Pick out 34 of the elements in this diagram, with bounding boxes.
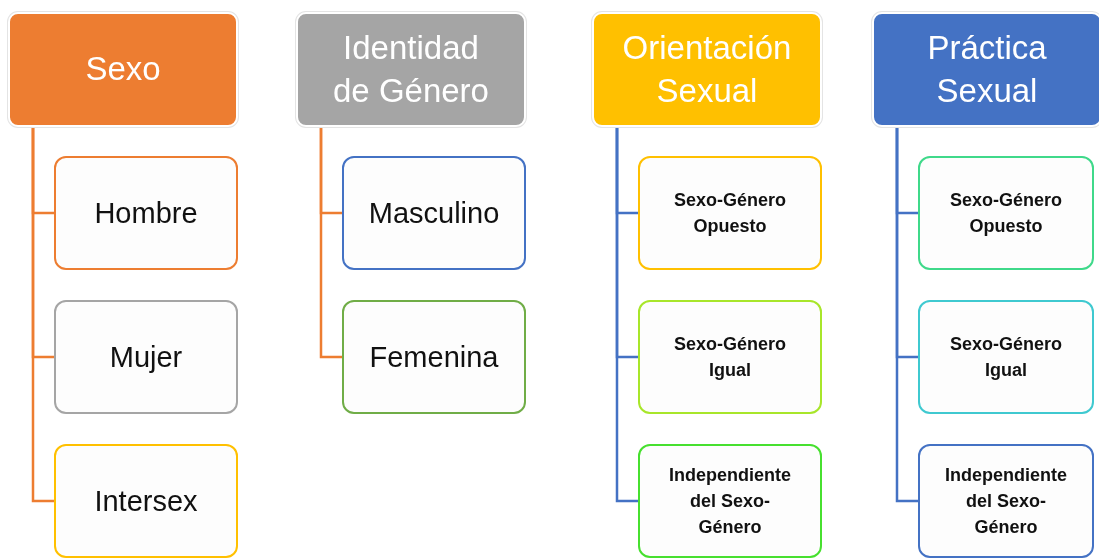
item-box: [918, 156, 1094, 270]
item-box: [54, 444, 238, 558]
item-box: [54, 300, 238, 414]
category-header-box: [8, 12, 238, 127]
item-label: Masculino: [368, 195, 500, 231]
item-label: Femenina: [369, 339, 499, 375]
item-label: Independiente del Sexo-Género: [944, 463, 1068, 540]
item-box: [638, 156, 822, 270]
item-box: [918, 444, 1094, 558]
item-box: [918, 300, 1094, 414]
category-header-box: [872, 12, 1099, 127]
connector-line: [31, 127, 54, 503]
item-box: [342, 156, 526, 270]
item-label: Sexo-Género Igual: [672, 332, 787, 382]
category-title: Identidad de Género: [332, 27, 490, 111]
connector-line: [319, 127, 342, 359]
category-header-box: [592, 12, 822, 127]
item-label: Hombre: [94, 195, 198, 231]
connector-line: [615, 127, 638, 503]
item-box: [342, 300, 526, 414]
item-label: Mujer: [109, 339, 183, 375]
item-label: Independiente del Sexo-Género: [668, 463, 792, 540]
item-box: [54, 156, 238, 270]
category-title: Orientación Sexual: [621, 27, 793, 111]
item-label: Sexo-Género Opuesto: [948, 188, 1063, 238]
category-header-box: [296, 12, 526, 127]
item-label: Intersex: [94, 483, 198, 519]
item-label: Sexo-Género Opuesto: [672, 188, 787, 238]
connector-line: [895, 127, 918, 503]
item-box: [638, 444, 822, 558]
category-title: Sexo: [85, 49, 161, 90]
item-box: [638, 300, 822, 414]
item-label: Sexo-Género Igual: [948, 332, 1063, 382]
category-title: Práctica Sexual: [926, 27, 1048, 111]
